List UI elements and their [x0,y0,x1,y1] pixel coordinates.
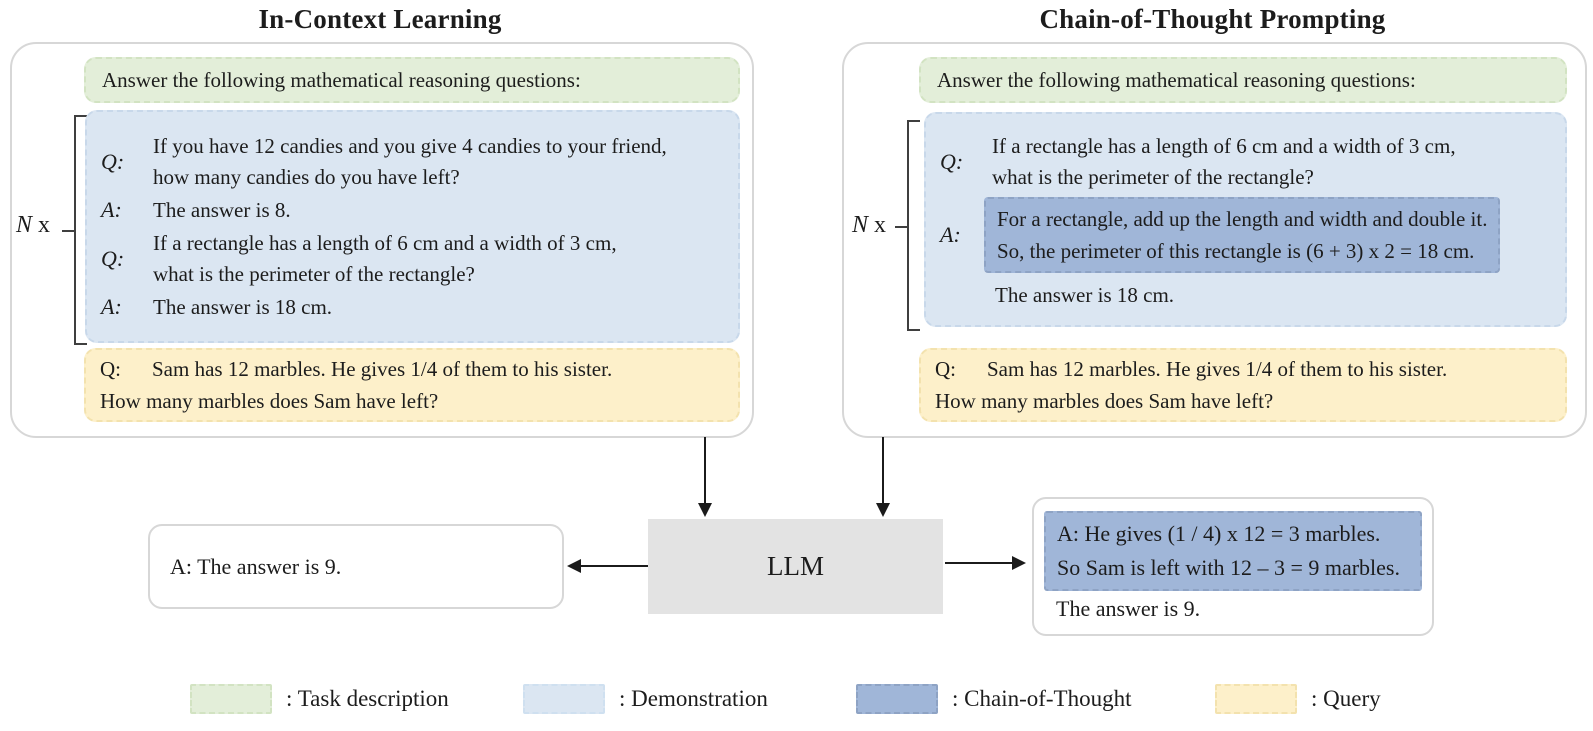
icl-query-box: Q:Sam has 12 marbles. He gives 1/4 of th… [84,348,740,422]
icl-demo-q2-text: If a rectangle has a length of 6 cm and … [153,230,617,286]
cot-bracket-tick [895,225,909,228]
legend-label-query: : Query [1311,686,1381,711]
icl-demo-q1-row: Q: If you have 12 candies and you give 4… [101,131,724,193]
cot-times-symbol: x [874,212,887,238]
cot-repeat-bracket [895,120,920,331]
legend-item-query: : Query [1215,683,1381,715]
icl-output-text: A: The answer is 9. [170,553,342,579]
cot-demo-q-label: Q: [940,149,964,174]
cot-output-final-answer: The answer is 9. [1056,596,1201,621]
arrow-cot-to-llm-line [882,437,884,505]
arrow-llm-to-icl-output-line [580,565,648,567]
cot-demo-a-row: A: For a rectangle, add up the length an… [940,197,1551,273]
icl-demo-a2-label: A: [101,294,122,319]
legend-label-task-description: : Task description [286,686,449,711]
cot-title: Chain-of-Thought Prompting [1039,4,1386,34]
arrow-icl-to-llm-head [698,503,712,517]
cot-demonstration-box: Q: If a rectangle has a length of 6 cm a… [924,112,1567,327]
chain-of-thought-swatch [856,684,938,714]
cot-task-description-text: Answer the following mathematical reason… [937,67,1416,92]
icl-demo-q1-text: If you have 12 candies and you give 4 ca… [153,133,667,189]
cot-demo-q-text: If a rectangle has a length of 6 cm and … [992,134,1456,189]
cot-output-reasoning-box: A: He gives (1 / 4) x 12 = 3 marbles. So… [1044,511,1422,591]
icl-demo-a1-text: The answer is 8. [153,197,291,222]
icl-demo-a1-row: A: The answer is 8. [101,195,724,226]
icl-demo-q1-label: Q: [101,148,125,174]
icl-panel: Answer the following mathematical reason… [10,42,754,438]
llm-box: LLM [648,519,943,614]
cot-query-box: Q:Sam has 12 marbles. He gives 1/4 of th… [919,348,1567,422]
llm-label: LLM [767,551,824,581]
icl-demo-a1-label: A: [101,197,122,222]
icl-demo-a2-row: A: The answer is 18 cm. [101,292,724,323]
icl-demo-q2-label: Q: [101,245,125,271]
icl-demo-a2-text: The answer is 18 cm. [153,294,333,319]
arrow-llm-to-icl-output-head [567,559,581,573]
query-swatch [1215,684,1297,714]
cot-demo-final-answer: The answer is 18 cm. [995,283,1175,307]
arrow-llm-to-cot-output-head [1012,556,1026,570]
legend-label-chain-of-thought: : Chain-of-Thought [952,686,1132,711]
icl-bracket-tick [62,230,76,232]
cot-output-box: A: He gives (1 / 4) x 12 = 3 marbles. So… [1032,497,1434,636]
legend-item-task-description: : Task description [190,683,449,715]
icl-query-label: Q: [100,357,121,381]
cot-demo-q-row: Q: If a rectangle has a length of 6 cm a… [940,131,1551,193]
cot-demo-a-label: A: [940,222,961,247]
task-description-swatch [190,684,272,714]
cot-query-label: Q: [935,357,956,381]
cot-panel: Answer the following mathematical reason… [842,42,1587,438]
icl-n-symbol: N [16,212,33,238]
icl-repeat-bracket [62,115,87,345]
cot-query-line2: How many marbles does Sam have left? [935,389,1274,413]
demonstration-swatch [523,684,605,714]
arrow-icl-to-llm-line [704,437,706,505]
arrow-cot-to-llm-head [876,503,890,517]
icl-title: In-Context Learning [258,4,502,34]
legend-item-chain-of-thought: : Chain-of-Thought [856,683,1132,715]
cot-reasoning-box: For a rectangle, add up the length and w… [984,197,1501,273]
icl-demo-q2-row: Q: If a rectangle has a length of 6 cm a… [101,228,724,290]
icl-demonstration-box: Q: If you have 12 candies and you give 4… [85,110,740,343]
icl-query-line1: Q:Sam has 12 marbles. He gives 1/4 of th… [100,353,724,385]
icl-query-line2: How many marbles does Sam have left? [100,389,439,413]
cot-query-line1: Q:Sam has 12 marbles. He gives 1/4 of th… [935,353,1551,385]
icl-times-symbol: x [38,212,51,238]
legend-label-demonstration: : Demonstration [619,686,768,711]
arrow-llm-to-cot-output-line [945,562,1013,564]
cot-task-description-box: Answer the following mathematical reason… [919,57,1567,103]
legend-item-demonstration: : Demonstration [523,683,768,715]
cot-n-symbol: N [852,212,869,238]
icl-task-description-text: Answer the following mathematical reason… [102,67,581,92]
icl-task-description-box: Answer the following mathematical reason… [84,57,740,103]
icl-output-box: A: The answer is 9. [148,524,564,609]
